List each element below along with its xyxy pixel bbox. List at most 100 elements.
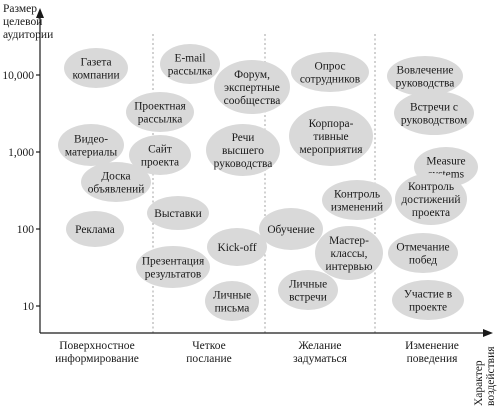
bubble-lichnye-pisma-shape [205,281,259,321]
bubble-kontrol-izm-label: изменений [331,201,383,213]
bubble-kontrol-dost-label: достижений [402,194,461,206]
bubble-master-shape [315,226,383,280]
bubble-otmechanie-shape [388,233,458,273]
bubble-gazeta-shape [64,48,128,88]
bubble-vystavki-shape [147,196,209,230]
bubble-measure-label: Measure [426,156,465,168]
bubble-master-label: интервью [325,261,372,273]
bubble-uchastie-shape [392,280,464,320]
y-axis-title-line: целевой [3,16,42,28]
bubble-gazeta-label: компании [72,69,119,81]
bubble-video-label: Видео- [74,134,108,146]
y-tick-label: 1,000 [8,147,34,159]
bubble-korporativnye-label: Корпора- [309,118,354,130]
bubble-forum-label: экспертные [224,82,280,94]
label-layer: 10,0001,00010010РазмерцелевойаудиторииПо… [2,3,497,406]
bubble-master-label: классы, [331,248,368,260]
bubble-vstrechi-ruk-label: Встречи с [410,102,458,114]
bubble-kickoff-label: Kick-off [217,242,256,254]
x-category-label-3: задуматься [293,353,347,365]
bubble-video-shape [58,124,124,166]
bubble-kickoff-shape [207,228,267,266]
x-axis-title: Характервоздействия [473,346,497,406]
y-axis-arrow [36,8,44,18]
bubble-kontrol-dost-shape [395,173,467,225]
bubble-kontrol-dost-label: проекта [412,207,450,219]
bubble-opros-label: сотрудников [300,73,360,85]
bubble-vstrechi-ruk-label: руководством [401,114,467,126]
bubble-forum-shape [214,60,290,114]
bubble-prezentaciya-shape [136,246,210,288]
x-category-label-2: Четкое [192,340,226,352]
bubble-vstrechi-ruk-shape [394,91,474,135]
bubble-vystavki: Выставки [147,196,209,230]
bubble-email-shape [160,44,220,84]
bubble-doska-label: Доска [101,171,130,183]
bubble-korporativnye-label: тивные [313,131,348,143]
bubble-proektnaya-shape [126,92,194,132]
x-category-label-3: Желание [298,340,341,352]
x-category-label-1: Поверхностное [59,340,135,352]
bubble-vovlechenie-label: руководства [396,77,455,89]
bubble-sait-shape [129,135,191,175]
x-category-label-1: информирование [55,353,139,365]
bubble-forum-label: Форум, [234,69,270,81]
bubble-uchastie-label: проекте [409,301,447,313]
bubble-email-label: E-mail [175,53,206,65]
bubble-lichnye-vstrechi-shape [278,270,338,310]
bubble-otmechanie-label: Отмечание [396,242,449,254]
x-axis-arrow [483,329,493,337]
bubble-kontrol-dost-label: Контроль [408,181,454,193]
y-tick-label: 10 [23,301,35,313]
bubble-forum-label: сообщества [224,95,281,107]
bubble-vystavki-label: Выставки [154,208,202,220]
axis-layer [36,8,493,337]
bubble-video-label: материалы [65,146,118,158]
bubble-obuchenie-shape [259,208,323,250]
bubble-lichnye-vstrechi-label: Личные [289,279,327,291]
y-tick-label: 10,000 [2,70,34,82]
bubble-prezentaciya-label: Презентация [142,256,205,268]
bubble-kickoff: Kick-off [207,228,267,266]
bubble-rechi-label: высшего [222,145,264,157]
bubble-proektnaya-label: Проектная [134,101,186,113]
bubble-rechi-label: Речи [232,132,255,144]
bubble-korporativnye-shape [289,106,373,166]
bubble-uchastie-label: Участие в [404,289,452,301]
bubble-opros-label: Опрос [314,61,345,73]
bubble-master-label: Мастер- [329,235,369,247]
x-category-label-4: Изменение [405,340,459,352]
bubble-proektnaya-label: рассылка [138,113,183,125]
bubble-lichnye-pisma-label: Личные [213,290,251,302]
bubble-lichnye-vstrechi-label: встречи [289,291,327,303]
bubble-kontrol-izm-shape [322,180,392,220]
bubble-vovlechenie-label: Вовлечение [396,65,453,77]
y-axis-title-line: Размер [3,3,37,15]
x-category-label-2: послание [186,353,232,365]
bubble-korporativnye-label: мероприятия [299,144,363,156]
bubble-kontrol-izm-label: Контроль [334,189,380,201]
bubble-doska-label: объявлений [88,183,145,195]
bubble-opros-shape [291,52,369,92]
bubble-rechi-label: руководства [214,158,273,170]
bubble-vovlechenie-shape [387,56,463,96]
bubble-email-label: рассылка [168,65,213,77]
